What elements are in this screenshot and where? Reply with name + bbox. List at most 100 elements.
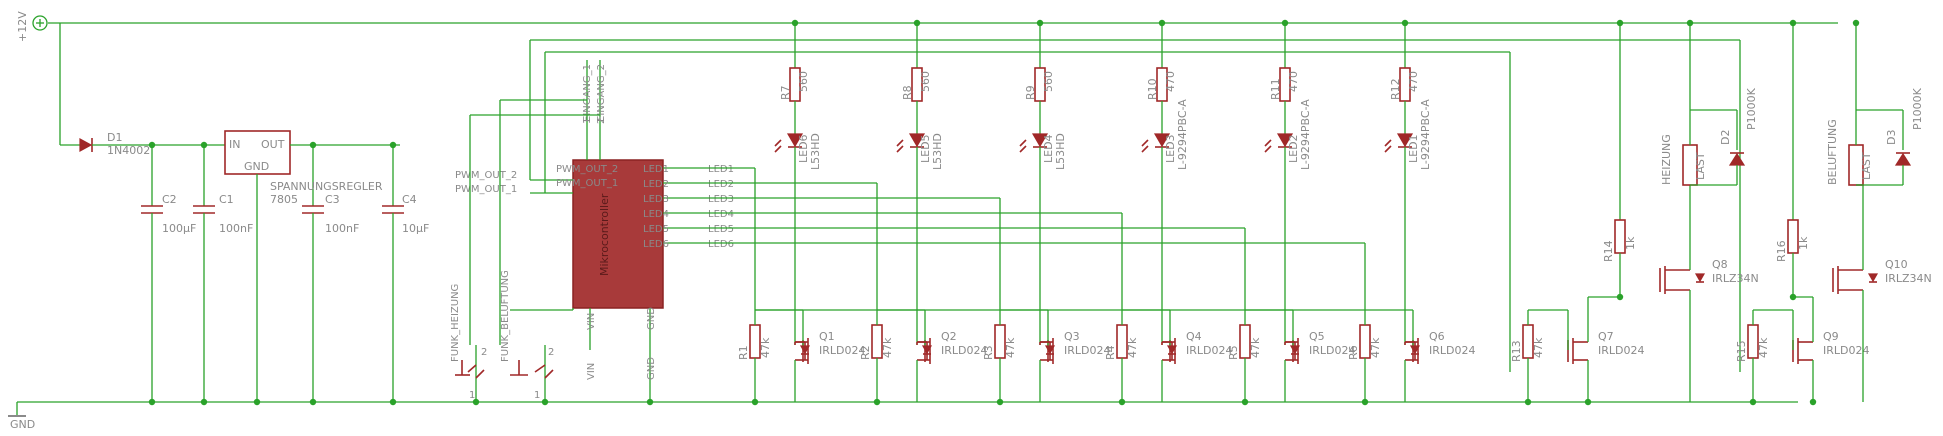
pullup-value-1: 1k — [1624, 236, 1637, 250]
resistor-name-4: R10 — [1146, 78, 1159, 100]
mcu-vin: VIN — [586, 313, 597, 330]
junction-dot — [1524, 398, 1532, 406]
resistor-value-1: 560 — [797, 71, 810, 92]
load-label-2: LAST — [1860, 152, 1873, 180]
junction-dot — [1361, 398, 1369, 406]
c3-name: C3 — [325, 193, 340, 206]
net-label-led4: LED4 — [708, 209, 734, 220]
net-label-led1: LED1 — [708, 164, 734, 175]
junction-dot — [1749, 398, 1757, 406]
junction-dot — [1241, 398, 1249, 406]
junction-dot — [1401, 19, 1409, 27]
sw2-p1: 1 — [534, 390, 540, 401]
net-label-led6: LED6 — [708, 239, 734, 250]
flyback-diode-name-2: D3 — [1885, 130, 1898, 145]
led-value-5: L-9294PBC-A — [1299, 99, 1312, 170]
junction-dot — [1616, 19, 1624, 27]
power-driver-value-2: IRLD024 — [1823, 344, 1869, 357]
junction-dot — [1036, 19, 1044, 27]
flyback-diode-name-1: D2 — [1719, 130, 1732, 145]
resistor-value-2: 560 — [919, 71, 932, 92]
resistor-name-5: R11 — [1269, 78, 1282, 100]
junction-dot — [1281, 19, 1289, 27]
net-label-led3: LED3 — [708, 194, 734, 205]
reg-value: 7805 — [270, 193, 298, 206]
junctions — [148, 19, 1860, 406]
gate-resistor-value-3: 47k — [1004, 337, 1017, 358]
gate-resistor-name-4: R4 — [1104, 345, 1117, 360]
led-name-4: LED3 — [1164, 134, 1177, 163]
sw2-p2: 2 — [548, 347, 554, 358]
load-label-1: LAST — [1694, 152, 1707, 180]
power-gate-resistor-name-1: R13 — [1510, 340, 1523, 362]
d1-value: 1N4002 — [107, 144, 150, 157]
led-value-2: L53HD — [931, 133, 944, 170]
load-name-1: HEIZUNG — [1660, 134, 1673, 185]
reg-out: OUT — [261, 138, 285, 151]
junction-dot — [646, 398, 654, 406]
c2-name: C2 — [162, 193, 177, 206]
resistor-value-4: 470 — [1164, 71, 1177, 92]
gnd-rail: GND — [8, 401, 1798, 431]
mosfet-value-4: IRLD024 — [1186, 344, 1232, 357]
control-wiring — [469, 39, 1741, 372]
reg-label: SPANNUNGSREGLER — [270, 180, 383, 193]
junction-dot — [1616, 293, 1624, 301]
resistor-value-6: 470 — [1407, 71, 1420, 92]
gate-resistor-name-1: R1 — [737, 345, 750, 360]
resistor-name-3: R9 — [1024, 85, 1037, 100]
sw2-name: FUNK_BELUFTUNG — [500, 270, 511, 362]
ext-pwm1: PWM_OUT_1 — [455, 184, 517, 195]
junction-dot — [200, 398, 208, 406]
power-driver-name-1: Q7 — [1598, 330, 1614, 343]
gate-resistor-value-6: 47k — [1369, 337, 1382, 358]
sw1-name: FUNK_HEIZUNG — [450, 284, 461, 362]
power-mosfet-value-2: IRLZ34N — [1885, 272, 1932, 285]
load-name-2: BELUFTUNG — [1826, 119, 1839, 185]
flyback-diode-value-2: P1000K — [1911, 87, 1924, 130]
led-value-6: L-9294PBC-A — [1419, 99, 1432, 170]
mosfet-value-3: IRLD024 — [1064, 344, 1110, 357]
junction-dot — [996, 398, 1004, 406]
mosfet-name-2: Q2 — [941, 330, 957, 343]
junction-dot — [148, 398, 156, 406]
gate-resistor-value-2: 47k — [881, 337, 894, 358]
led-name-6: LED1 — [1407, 134, 1420, 163]
junction-dot — [541, 398, 549, 406]
mosfet-name-4: Q4 — [1186, 330, 1202, 343]
junction-dot — [791, 19, 799, 27]
led-name-3: LED4 — [1042, 134, 1055, 163]
led-value-4: L-9294PBC-A — [1176, 99, 1189, 170]
c2-value: 100µF — [162, 222, 196, 235]
power-mosfet-value-1: IRLZ34N — [1712, 272, 1759, 285]
power-gate-resistor-value-2: 47k — [1757, 337, 1770, 358]
c4-name: C4 — [402, 193, 417, 206]
junction-dot — [309, 141, 317, 149]
mosfet-name-1: Q1 — [819, 330, 835, 343]
mcu-eingang1: EINGANG_1 — [582, 64, 593, 122]
ext-vin: VIN — [586, 363, 597, 380]
led-name-5: LED2 — [1287, 134, 1300, 163]
junction-dot — [1584, 398, 1592, 406]
gate-resistor-name-3: R3 — [982, 345, 995, 360]
gnd-label: GND — [10, 418, 35, 431]
reg-gnd: GND — [244, 160, 269, 173]
diode-d1: D1 1N4002 — [59, 23, 225, 157]
junction-dot — [309, 398, 317, 406]
sw1-p1: 1 — [469, 390, 475, 401]
switch-funk-beluftung: FUNK_BELUFTUNG 1 2 — [500, 270, 554, 402]
led-value-1: L53HD — [809, 133, 822, 170]
voltage-regulator: IN OUT GND SPANNUNGSREGLER 7805 — [224, 130, 400, 402]
mcu-pwm2: PWM_OUT_2 — [556, 164, 618, 175]
mosfet-name-6: Q6 — [1429, 330, 1445, 343]
